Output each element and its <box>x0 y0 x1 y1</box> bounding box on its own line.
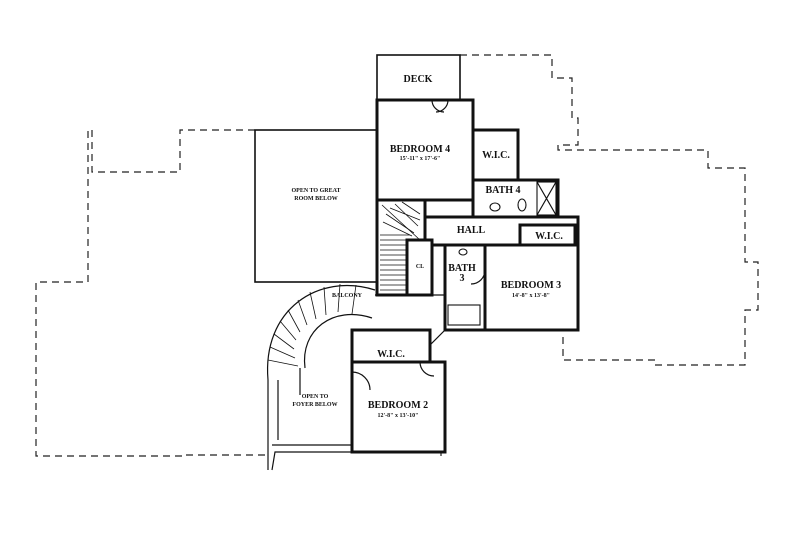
hall-label: HALL <box>457 225 486 236</box>
sink <box>489 202 501 212</box>
open-foyer-label-1: OPEN TO <box>302 394 329 400</box>
bath-3-number: 3 <box>460 273 465 284</box>
deck <box>376 54 461 101</box>
walk-in-closet-middle <box>350 328 432 364</box>
stair-treads <box>380 201 421 291</box>
door-swing <box>351 371 371 391</box>
door-swing <box>470 269 486 285</box>
open-foyer-label-2: FOYER BELOW <box>292 402 337 408</box>
bedroom-3-label: BEDROOM 3 <box>501 280 561 291</box>
bath-3-label: BATH <box>448 263 476 274</box>
curved-stair <box>267 283 376 440</box>
balcony-label: BALCONY <box>332 293 363 299</box>
bedroom-2-size: 12'-8" x 13'-10" <box>378 413 419 419</box>
wic-top-label: W.I.C. <box>482 150 510 161</box>
shower-cross <box>536 181 557 216</box>
bedroom-3 <box>483 243 580 332</box>
deck-label: DECK <box>404 74 433 85</box>
bedroom-4-size: 15'-11" x 17'-6" <box>400 156 441 162</box>
bedroom-4-label: BEDROOM 4 <box>390 144 450 155</box>
wic-middle-label: W.I.C. <box>377 349 405 360</box>
open-great-room-label-2: ROOM BELOW <box>294 196 338 202</box>
open-great-room-label-1: OPEN TO GREAT <box>291 188 340 194</box>
foyer-opening <box>267 362 353 471</box>
bath-4-label: BATH 4 <box>485 185 520 196</box>
door-swing <box>419 361 435 377</box>
bedroom-2-label: BEDROOM 2 <box>368 400 428 411</box>
closet-label: CL <box>416 264 424 270</box>
door-swing <box>431 99 445 113</box>
door-swing <box>435 99 449 113</box>
bedroom-3-size: 14'-8" x 13'-8" <box>512 293 550 299</box>
bedroom-2 <box>350 360 447 454</box>
wic-right-label: W.I.C. <box>535 231 563 242</box>
tub <box>447 304 481 326</box>
sink-bath3 <box>458 248 468 256</box>
open-to-great-room-area <box>254 129 378 283</box>
toilet <box>517 198 527 212</box>
